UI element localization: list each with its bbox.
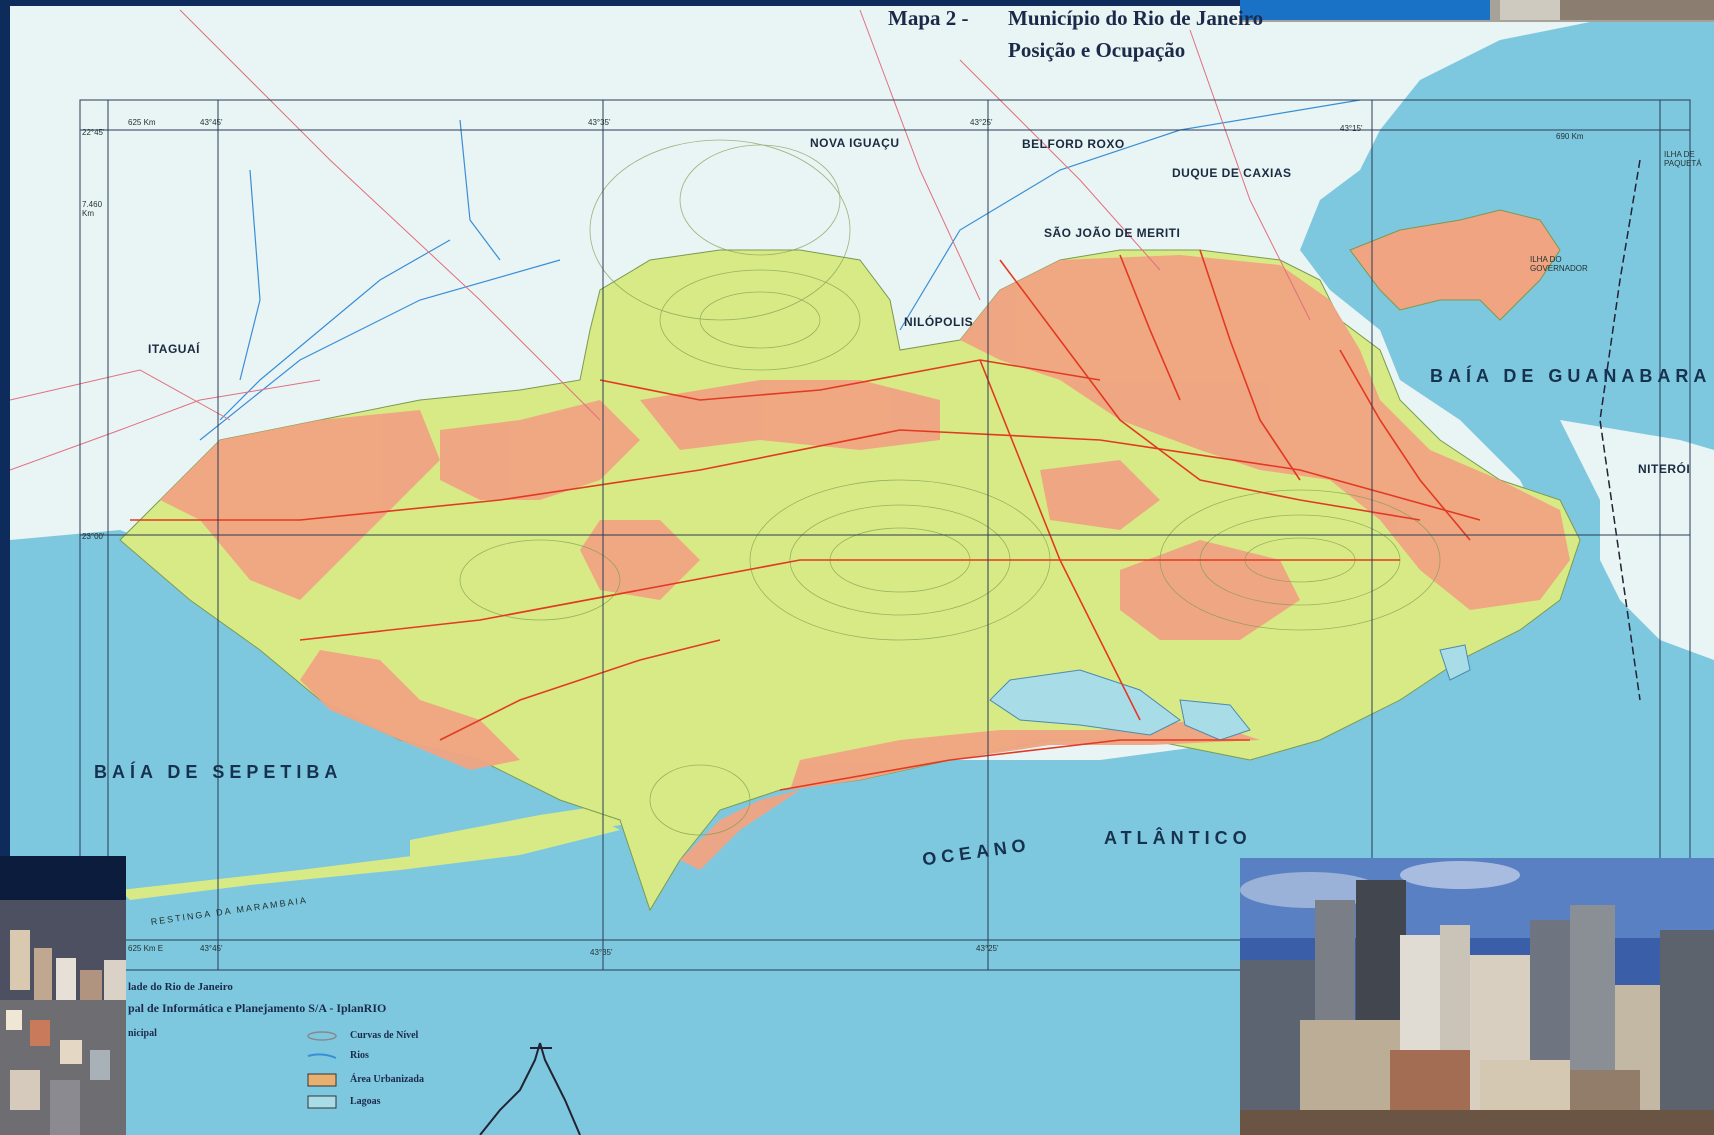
coord-lon-4335-bottom: 43°35' <box>590 948 613 957</box>
legend-swatch-urban <box>307 1073 337 1087</box>
coord-bottom-km: 625 Km E <box>128 944 164 953</box>
label-baia-de-guanabara: BAÍA DE GUANABARA <box>1430 366 1712 386</box>
map-title-line1: Município do Rio de Janeiro <box>1008 6 1264 30</box>
rivers <box>199 99 1361 441</box>
urban-areas <box>160 255 1570 870</box>
legend-swatch-contours <box>307 1031 337 1041</box>
photo-bottom-right <box>1240 858 1714 1135</box>
legend-label-contours: Curvas de Nível <box>350 1030 419 1041</box>
source-line-2: pal de Informática e Planejamento S/A - … <box>128 1001 387 1015</box>
roads <box>130 249 1481 791</box>
restinga-marambaia <box>120 820 620 900</box>
photo-top-right <box>1240 0 1714 22</box>
christ-statue-sketch <box>479 1042 581 1135</box>
legend-label-urban: Área Urbanizada <box>350 1074 424 1085</box>
photo-bottom-left <box>0 856 126 1135</box>
legend-swatch-lagoons <box>307 1095 337 1109</box>
niteroi-land <box>1560 420 1714 660</box>
label-ilha-do-governador: ILHA DO GOVERNADOR <box>1530 255 1588 273</box>
label-atlantico: ATLÂNTICO <box>1104 828 1252 848</box>
railway <box>1599 159 1641 701</box>
lagoons <box>989 644 1471 741</box>
coord-lon-4335-top: 43°35' <box>588 118 611 127</box>
coord-top-right-km: 690 Km <box>1556 132 1584 141</box>
label-sao-joao-de-meriti: SÃO JOÃO DE MERITI <box>1044 226 1181 240</box>
label-baia-de-sepetiba: BAÍA DE SEPETIBA <box>94 762 343 782</box>
coord-lon-4325-bottom: 43°25' <box>976 944 999 953</box>
coord-km-7460: 7.460 Km <box>82 200 103 218</box>
source-line-1: lade do Rio de Janeiro <box>128 981 233 993</box>
source-line-3: nicipal <box>128 1028 157 1039</box>
coord-lon-4345-bottom: 43°45' <box>200 944 223 953</box>
coord-lon-4325-top: 43°25' <box>970 118 993 127</box>
legend <box>307 1031 337 1109</box>
label-nova-iguacu: NOVA IGUAÇU <box>810 136 900 150</box>
legend-swatch-rivers <box>307 1053 337 1059</box>
label-nilopolis: NILÓPOLIS <box>904 315 974 329</box>
map-title-prefix: Mapa 2 - <box>888 6 969 30</box>
label-belford-roxo: BELFORD ROXO <box>1022 137 1125 151</box>
ilha-do-governador <box>1349 209 1561 321</box>
coord-lon-4345-top: 43°45' <box>200 118 223 127</box>
label-ilha-de-paqueta: ILHA DE PAQUETÁ <box>1664 150 1702 168</box>
marambaia-west <box>410 800 650 860</box>
coord-lat-2245: 22°45' <box>82 128 105 137</box>
coord-lon-4315-top: 43°15' <box>1340 124 1363 133</box>
map-title-line2: Posição e Ocupação <box>1008 38 1186 62</box>
coord-top-left-km: 625 Km <box>128 118 156 127</box>
legend-label-lagoons: Lagoas <box>350 1096 381 1107</box>
label-itaguai: ITAGUAÍ <box>148 342 200 356</box>
label-niteroi: NITERÓI <box>1638 462 1691 476</box>
label-duque-de-caxias: DUQUE DE CAXIAS <box>1172 166 1292 180</box>
coord-lat-2300: 23°00' <box>82 532 105 541</box>
legend-label-rivers: Rios <box>350 1050 369 1061</box>
